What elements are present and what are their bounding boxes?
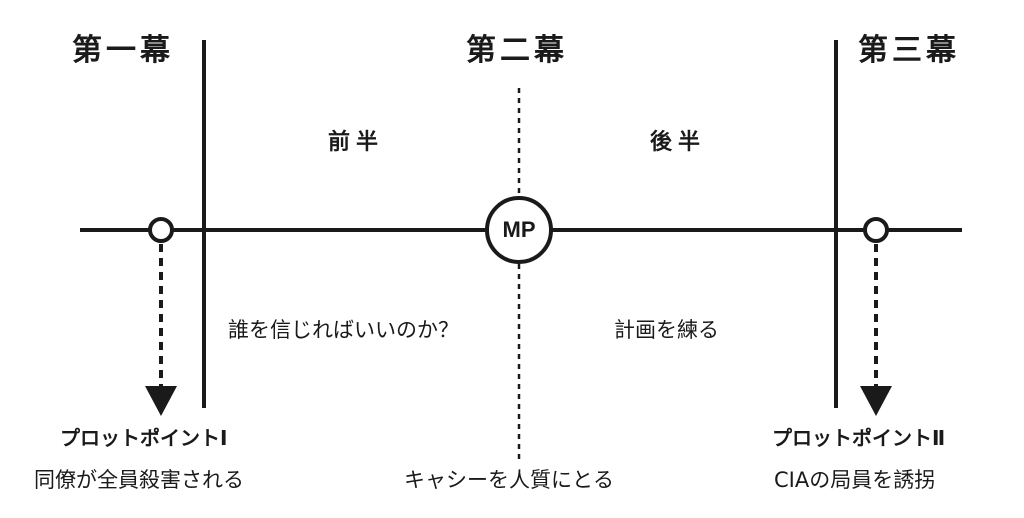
- act3-title: 第三幕: [858, 33, 960, 68]
- plot-point-2-arrowhead: [860, 386, 892, 416]
- plot-point-1-arrowhead: [145, 386, 177, 416]
- act2-title: 第二幕: [466, 33, 568, 68]
- plot-point-2-marker: [863, 217, 889, 243]
- plot-point-1-event: 同僚が全員殺害される: [34, 468, 244, 492]
- second-half-theme: 計画を練る: [614, 318, 719, 342]
- act1-title: 第一幕: [72, 33, 174, 68]
- midpoint-marker: [485, 196, 553, 264]
- plot-point-1-label: プロットポイントⅠ: [60, 426, 228, 450]
- second-half-label: 後半: [650, 129, 707, 155]
- plot-point-2-event: CIAの局員を誘拐: [774, 468, 936, 492]
- plot-point-2-label: プロットポイントⅡ: [772, 426, 946, 450]
- first-half-theme: 誰を信じればいいのか？: [228, 318, 459, 342]
- first-half-label: 前半: [328, 129, 385, 155]
- plot-point-1-marker: [148, 217, 174, 243]
- midpoint-label: MP: [502, 217, 536, 242]
- midpoint-event: キャシーを人質にとる: [404, 468, 614, 492]
